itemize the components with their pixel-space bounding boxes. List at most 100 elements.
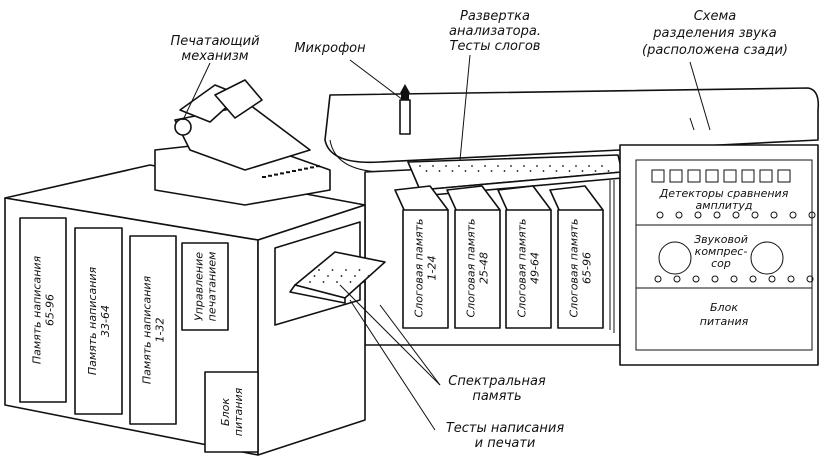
tray-hole — [607, 170, 610, 172]
cabinet-panel — [204, 371, 259, 453]
leader-lines — [182, 54, 711, 431]
tray-hole — [340, 275, 343, 277]
tray-hole — [432, 165, 434, 167]
tray-hole — [529, 170, 532, 172]
typewriter-key — [304, 167, 308, 170]
typewriter-key — [274, 173, 278, 176]
tray-hole — [503, 170, 506, 172]
meter-right-icon — [750, 241, 784, 275]
left-cabinet: Память написания65-96 Память написания33-… — [4, 164, 366, 456]
lamp-icon — [669, 169, 683, 183]
syllable-box — [402, 209, 449, 329]
tray-hole — [542, 170, 545, 172]
lamp-icon — [777, 169, 791, 183]
knob-icon — [808, 211, 816, 219]
knob-icon — [751, 211, 759, 219]
typewriter-key — [262, 176, 266, 178]
syllable-memory-boxes: Слоговая память1-24 Слоговая память25-48 С… — [394, 185, 604, 329]
knob-icon — [694, 211, 702, 219]
microphone-label: Микрофон — [294, 41, 366, 56]
lamp-icon — [651, 169, 665, 183]
knob-icon — [654, 275, 662, 283]
typewriter — [154, 79, 331, 206]
tray-hole — [510, 165, 512, 167]
meter-left-icon — [658, 241, 692, 275]
tray-hole — [438, 170, 441, 172]
tray-hole — [568, 170, 571, 172]
tray-hole — [555, 170, 558, 172]
typewriter-key — [316, 165, 320, 168]
tray-hole — [336, 281, 338, 283]
tray-hole — [345, 269, 347, 271]
tray-hole — [594, 170, 597, 172]
typewriter-key — [292, 170, 296, 172]
typewriter-key — [280, 172, 284, 175]
tray-hole — [477, 170, 480, 172]
syllable-box-label: Слоговая память65-96 — [568, 218, 594, 317]
tray-hole — [318, 269, 320, 271]
syllable-box — [557, 209, 604, 329]
tray-hole — [497, 165, 499, 167]
cabinet-panel — [19, 217, 67, 403]
syllable-box-label: Слоговая память49-64 — [516, 218, 542, 317]
knob-icon — [789, 211, 797, 219]
test-tray — [289, 251, 386, 304]
tray-hole — [588, 165, 590, 167]
tray-hole — [562, 165, 564, 167]
cabinet-panel-label: Память написания33-64 — [86, 266, 112, 375]
knob-icon — [806, 275, 814, 283]
tray-hole — [471, 165, 473, 167]
microphone-icon — [399, 84, 411, 135]
knob-icon — [656, 211, 664, 219]
tray-hole — [516, 170, 519, 172]
tray-hole — [349, 281, 352, 283]
tray-hole — [327, 275, 329, 277]
knob-icon — [713, 211, 721, 219]
tray-hole — [575, 165, 577, 167]
tray-hole — [464, 170, 467, 172]
tray-hole — [419, 165, 421, 167]
cabinet-panel-label: Управлениепечатанием — [193, 252, 219, 322]
lamp-icon — [723, 169, 737, 183]
syllable-box-label: Слоговая память1-24 — [413, 218, 439, 317]
typewriter-key — [286, 171, 290, 174]
cabinet-panel — [74, 227, 123, 415]
knob-icon — [692, 275, 700, 283]
knob-icon — [768, 275, 776, 283]
tray-hole — [581, 170, 584, 172]
tray-hole — [358, 269, 361, 271]
tray-hole — [367, 275, 370, 277]
typewriter-key — [298, 168, 302, 171]
tray-hole — [484, 165, 486, 167]
tray-hole — [445, 165, 447, 167]
syllable-box — [505, 209, 552, 329]
knob-icon — [787, 275, 795, 283]
syllable-box — [454, 209, 501, 329]
cabinet-panel-label: Блокпитания — [219, 387, 245, 436]
lamp-icon — [759, 169, 773, 183]
tray-hole — [354, 275, 356, 277]
knob-icon — [749, 275, 757, 283]
cabinet-panel — [181, 242, 229, 331]
lamp-icon — [705, 169, 719, 183]
tray-hole — [363, 281, 365, 283]
cabinet-panel-label: Память написания65-96 — [31, 255, 57, 364]
knob-icon — [730, 275, 738, 283]
typewriter-key — [268, 174, 272, 177]
syllable-box-label: Слоговая память25-48 — [465, 218, 491, 317]
tray-hole — [313, 275, 316, 277]
tray-hole — [523, 165, 525, 167]
tray-hole — [309, 281, 311, 283]
knob-icon — [711, 275, 719, 283]
tray-hole — [490, 170, 493, 172]
lamp-icon — [687, 169, 701, 183]
